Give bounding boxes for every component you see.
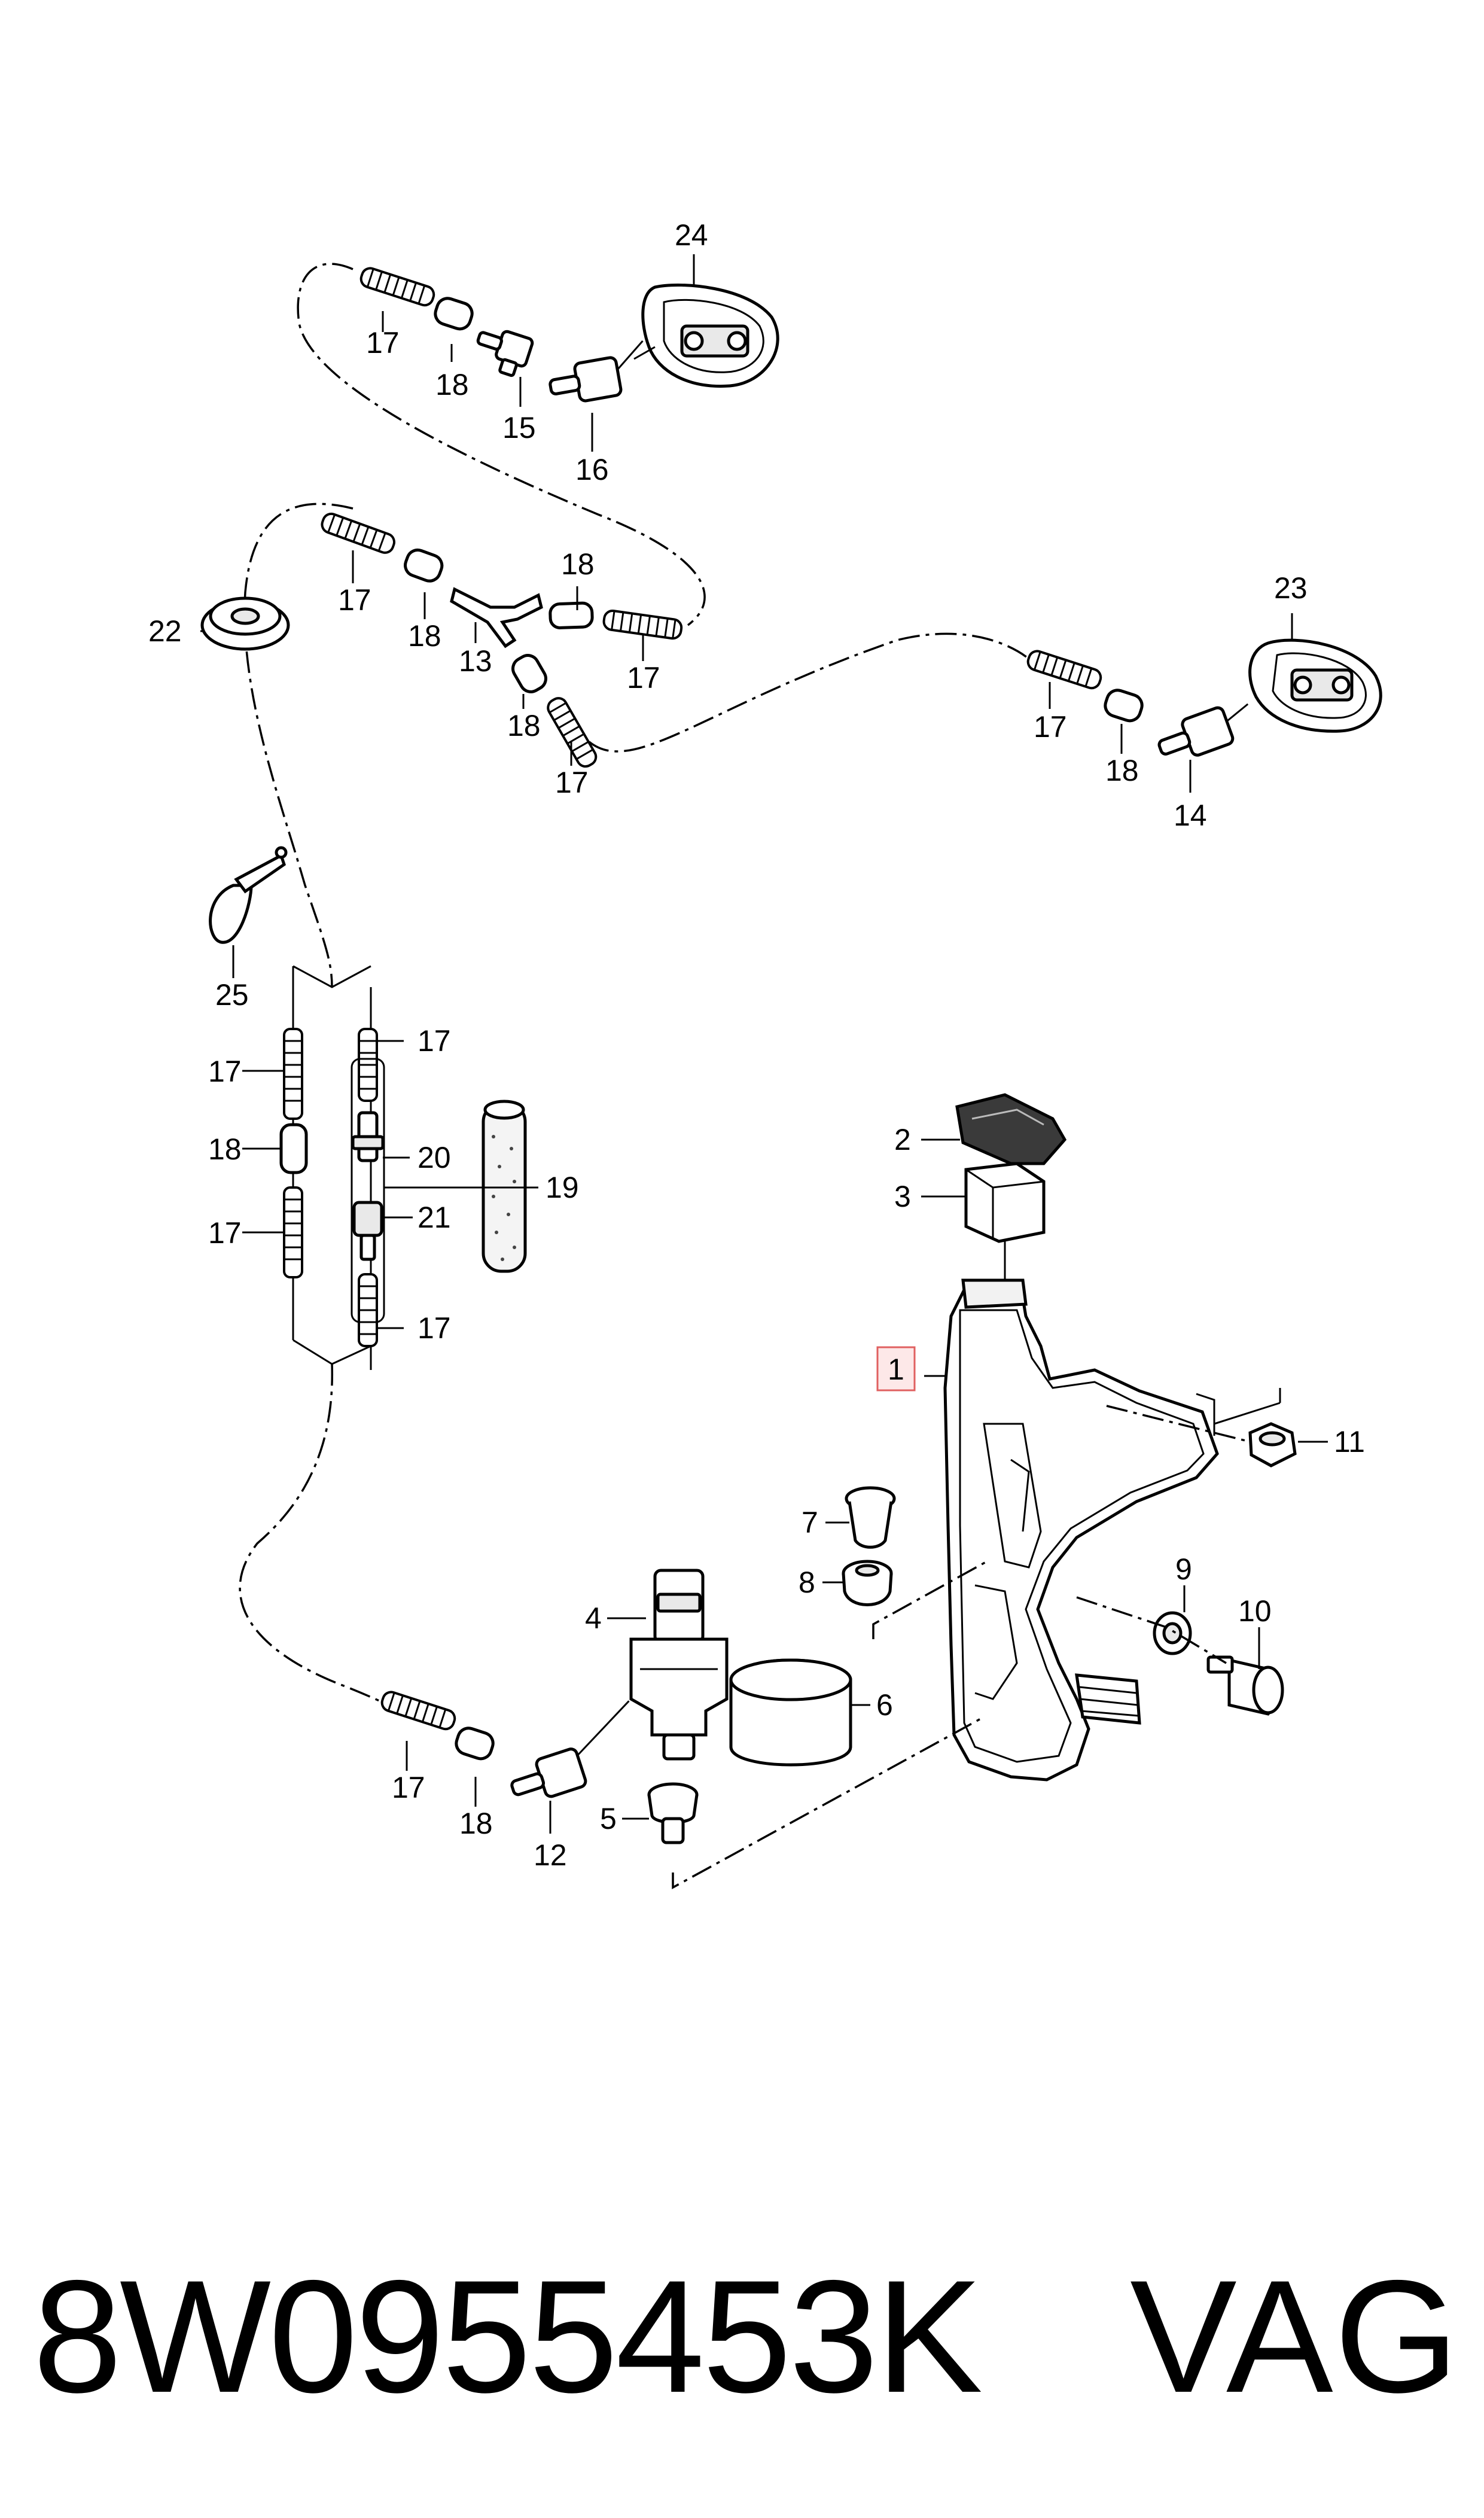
callout-3: 3	[894, 1180, 911, 1213]
callout-21: 21	[418, 1201, 451, 1234]
callout-17-f: 17	[208, 1055, 242, 1088]
hose-routes	[239, 263, 1036, 1718]
callout-24: 24	[675, 218, 708, 252]
foam-dots	[492, 1135, 516, 1261]
callout-17-i: 17	[418, 1311, 451, 1345]
grommet-9	[1153, 1611, 1192, 1655]
part-number: 8W0955453K	[33, 2246, 983, 2426]
callout-15: 15	[502, 411, 536, 444]
right-hose-parts	[1026, 650, 1249, 757]
callout-18-g: 18	[459, 1807, 493, 1840]
callout-labels: 1 2 3 4 5 6 7 8 9 10 11 12 13 14 15 16 1…	[148, 218, 1365, 1872]
callout-17-e: 17	[1034, 710, 1067, 744]
callout-4: 4	[585, 1601, 602, 1635]
callout-8: 8	[799, 1566, 815, 1599]
callout-18-a: 18	[435, 368, 469, 401]
washer-nozzle-23	[1248, 638, 1382, 733]
callout-17-g: 17	[208, 1216, 242, 1250]
callout-17-c: 17	[627, 661, 660, 695]
grommet-22	[200, 596, 290, 651]
callout-23: 23	[1274, 571, 1308, 605]
callout-2: 2	[894, 1123, 911, 1156]
top-hose-parts	[359, 267, 644, 403]
callout-18-f: 18	[208, 1132, 242, 1166]
callout-11: 11	[1334, 1425, 1365, 1459]
washer-pump-4	[629, 1569, 729, 1761]
washer-fluid-reservoir-1	[943, 1278, 1281, 1782]
callout-17-h: 17	[418, 1024, 451, 1058]
callout-leaders	[200, 254, 1328, 1834]
callout-17-d: 17	[555, 766, 589, 799]
highlight-box-1	[876, 1346, 916, 1392]
nut-11	[1248, 1422, 1297, 1467]
filler-cap-2	[955, 1093, 1067, 1165]
callout-17-a: 17	[366, 326, 400, 360]
brand-name: VAG	[1130, 2246, 1461, 2426]
callout-17-b: 17	[338, 583, 371, 617]
callout-5: 5	[600, 1802, 617, 1835]
washer-nozzle-24	[633, 284, 779, 388]
callout-18-c: 18	[561, 547, 595, 581]
y-connector-13	[450, 587, 543, 648]
callout-12: 12	[534, 1838, 567, 1872]
middle-hose-parts	[321, 512, 683, 768]
filler-neck-3	[964, 1162, 1046, 1280]
part-number-footer: 8W0955453K VAG	[33, 2240, 1468, 2432]
hose-bundle	[279, 965, 527, 1370]
callout-7: 7	[802, 1506, 818, 1539]
sensor-seal-8	[842, 1560, 893, 1606]
pump-filter-6	[729, 1658, 852, 1767]
callout-10: 10	[1238, 1594, 1272, 1628]
callout-18-e: 18	[1105, 754, 1139, 787]
callout-19: 19	[546, 1171, 579, 1204]
sensor-part-7	[845, 1486, 896, 1549]
callout-16: 16	[575, 453, 609, 486]
callout-9: 9	[1175, 1552, 1192, 1586]
level-sensor-10	[1206, 1655, 1284, 1716]
elbow-connector-14	[1157, 703, 1249, 757]
cable-tie-25	[209, 846, 288, 944]
callout-18-d: 18	[507, 709, 541, 742]
callout-17-j: 17	[392, 1771, 425, 1804]
callout-13: 13	[459, 644, 492, 678]
callout-20: 20	[418, 1141, 451, 1174]
pump-grommet-5	[647, 1782, 699, 1844]
callout-22: 22	[148, 614, 182, 648]
assembly-lines	[672, 1405, 1251, 1889]
callout-18-b: 18	[408, 619, 441, 653]
callout-25: 25	[215, 978, 249, 1012]
callout-6: 6	[876, 1688, 893, 1722]
bottom-hose-parts	[380, 1691, 630, 1798]
callout-14: 14	[1174, 799, 1207, 832]
callout-1: 1	[888, 1353, 904, 1386]
elbow-connector-12	[510, 1700, 630, 1798]
